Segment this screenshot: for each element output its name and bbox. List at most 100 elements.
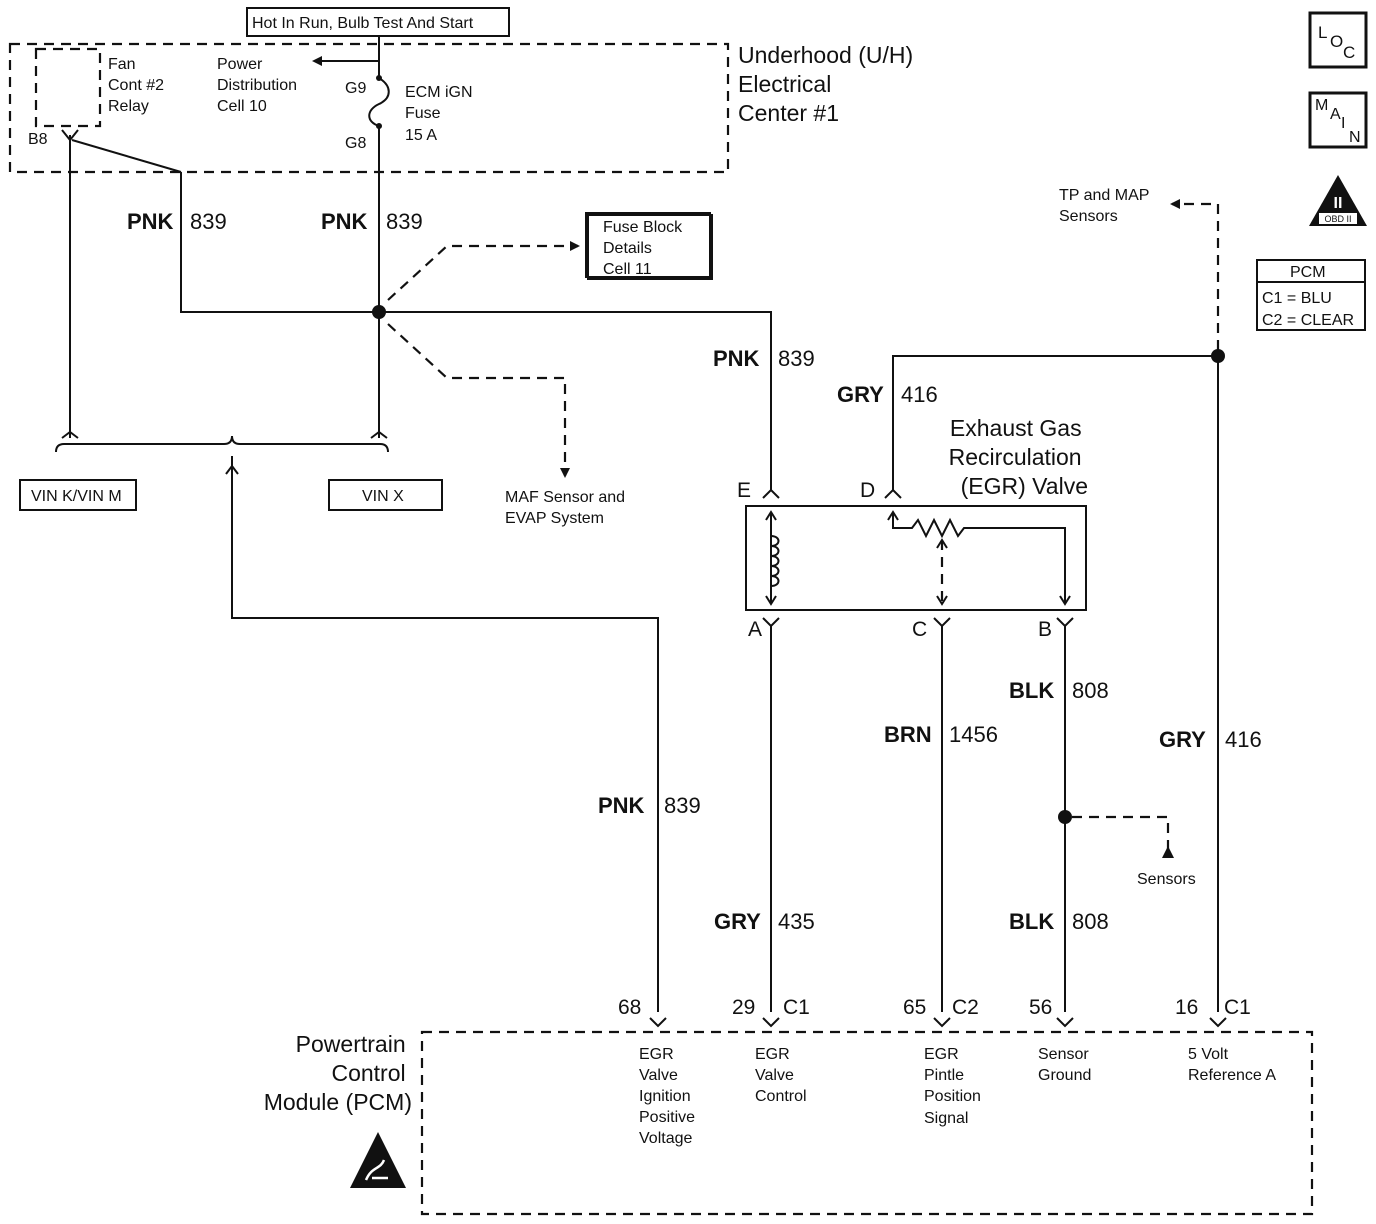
pcm-connector-16: [1209, 1017, 1227, 1028]
fan-relay-box: [34, 47, 102, 128]
d-wire-circuit: 416: [901, 382, 938, 407]
pcm-function-29: EGR Valve Control: [755, 1046, 807, 1105]
pcm-pin-16: 16: [1175, 996, 1198, 1019]
pcm-connector-c1-a: C1: [783, 996, 810, 1019]
connector-a: [762, 617, 780, 628]
egr-solenoid-icon: [765, 510, 780, 606]
pcm-connector-65: [933, 1017, 951, 1028]
svg-text:C2 = CLEAR: C2 = CLEAR: [1262, 312, 1354, 329]
egr-pin-d: D: [860, 479, 875, 502]
e-wire-circuit: 839: [778, 346, 815, 371]
uh-center-title: Underhood (U/H) Electrical Center #1: [738, 42, 920, 126]
gry-416-d-wire: [892, 355, 1218, 490]
b-upper-wire-circuit: 808: [1072, 678, 1109, 703]
pcm-pin-68: 68: [618, 996, 641, 1019]
vin-k-stub: [61, 430, 79, 439]
connector-b: [1056, 617, 1074, 628]
ref-wire-color: GRY: [1159, 727, 1206, 752]
left-wire-circuit: 839: [190, 209, 227, 234]
power-label: Hot In Run, Bulb Test And Start: [252, 15, 474, 32]
egr-valve-title: Exhaust Gas Recirculation (EGR) Valve: [949, 415, 1088, 499]
pcm-function-68: EGR Valve Ignition Positive Voltage: [639, 1046, 699, 1147]
svg-text:OBD II: OBD II: [1324, 214, 1351, 224]
sensors-label: Sensors: [1137, 871, 1196, 888]
pcm-title: Powertrain Control Module (PCM): [264, 1031, 412, 1115]
relay-switch-line: [71, 139, 182, 173]
ref-wire-circuit: 416: [1225, 727, 1262, 752]
loc-legend-icon: L O C: [1308, 11, 1368, 69]
fan-relay-label: Fan Cont #2 Relay: [108, 56, 169, 115]
pcm-connector-c2: C2: [952, 996, 979, 1019]
egr-pin-b: B: [1038, 618, 1052, 641]
pcm-box: [420, 1030, 1314, 1216]
c-wire-circuit: 1456: [949, 722, 998, 747]
svg-text:VIN X: VIN X: [362, 488, 404, 505]
mid-wire-color: PNK: [321, 209, 368, 234]
terminal-b8: B8: [28, 131, 48, 148]
svg-text:VIN K/VIN M: VIN K/VIN M: [31, 488, 122, 505]
egr-pintle-sensor-icon: [887, 510, 1071, 606]
svg-text:C1 = BLU: C1 = BLU: [1262, 290, 1332, 307]
b-lower-wire-color: BLK: [1009, 909, 1054, 934]
vin-brace: [55, 435, 389, 453]
b-upper-wire-color: BLK: [1009, 678, 1054, 703]
vin-x-stub: [370, 430, 388, 439]
egr-pin-e: E: [737, 479, 751, 502]
pcm-connector-56: [1056, 1017, 1074, 1028]
terminal-g8: G8: [345, 135, 366, 152]
terminal-g9: G9: [345, 80, 366, 97]
vin-brace-connector: [225, 464, 239, 475]
ecm-ign-fuse-label: ECM iGN Fuse 15 A: [405, 84, 477, 144]
svg-text:II: II: [1334, 195, 1343, 212]
pcm-function-65: EGR Pintle Position Signal: [924, 1046, 985, 1127]
pcm-pin-56: 56: [1029, 996, 1052, 1019]
c-wire-color: BRN: [884, 722, 932, 747]
svg-text:L: L: [1318, 23, 1327, 42]
pcm-pin-65: 65: [903, 996, 926, 1019]
egr-pin-a: A: [748, 618, 762, 641]
vin-x-box: VIN X: [328, 479, 443, 511]
left-wire-color: PNK: [127, 209, 174, 234]
relay-connector-b8: [61, 129, 79, 142]
fuse-block-ref-box: Fuse Block Details Cell 11: [585, 212, 713, 280]
svg-text:O: O: [1330, 32, 1343, 51]
pcm-connector-legend: PCM C1 = BLU C2 = CLEAR: [1256, 259, 1366, 331]
pcm-connector-68: [649, 1017, 667, 1028]
pcm-wire-color: PNK: [598, 793, 645, 818]
tp-map-label: TP and MAP Sensors: [1059, 187, 1154, 225]
mid-wire-circuit: 839: [386, 209, 423, 234]
tp-map-ref-line: [1170, 199, 1220, 350]
main-legend-icon: M A I N: [1308, 91, 1368, 149]
svg-text:A: A: [1330, 106, 1341, 123]
connector-c: [933, 617, 951, 628]
d-wire-color: GRY: [837, 382, 884, 407]
svg-text:Fuse Block Details: Fuse Block Details Cell 11: [603, 219, 687, 278]
maf-evap-label: MAF Sensor and EVAP System: [505, 489, 630, 527]
maf-ref-line: [387, 323, 570, 478]
pcm-pin-29: 29: [732, 996, 755, 1019]
e-wire-color: PNK: [713, 346, 760, 371]
esd-warning-icon: [350, 1132, 406, 1188]
connector-d: [884, 488, 902, 499]
power-label-box: Hot In Run, Bulb Test And Start: [246, 7, 510, 37]
uh-center-box: [8, 42, 730, 174]
power-distribution-label: Power Distribution Cell 10: [217, 56, 301, 115]
pcm-connector-c1-b: C1: [1224, 996, 1251, 1019]
fuse-icon: [368, 77, 390, 127]
b-lower-wire-circuit: 808: [1072, 909, 1109, 934]
svg-text:N: N: [1349, 129, 1361, 146]
svg-text:M: M: [1315, 97, 1328, 114]
egr-pin-c: C: [912, 618, 927, 641]
pnk-839-pcm-wire: [231, 456, 659, 1012]
pcm-function-56: Sensor Ground: [1038, 1046, 1093, 1084]
svg-text:C: C: [1343, 43, 1355, 62]
sensors-arrow-icon: [1162, 846, 1174, 858]
a-wire-color: GRY: [714, 909, 761, 934]
obd-ii-icon: II OBD II: [1309, 175, 1367, 226]
pcm-wire-circuit: 839: [664, 793, 701, 818]
svg-text:I: I: [1341, 115, 1345, 132]
pnk-839-left-wire: [180, 172, 379, 313]
vin-k-box: VIN K/VIN M: [19, 479, 137, 511]
